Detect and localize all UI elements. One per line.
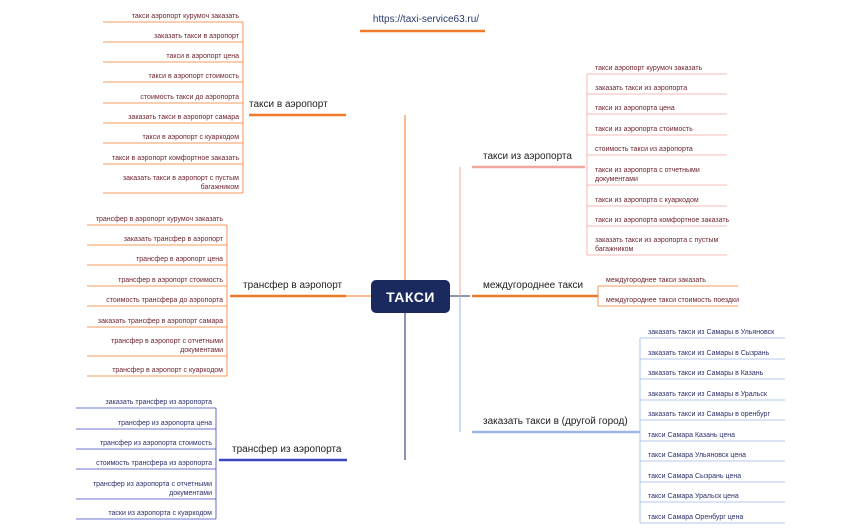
leaf-from_airport: такси из аэропорта комфортное заказать — [595, 217, 730, 224]
leaf-other_city: заказать такси из Самары в Казань — [648, 370, 764, 377]
branch-label-from_airport: такси из аэропорта — [483, 151, 572, 162]
leaf-other_city: такси Самара Сызрань цена — [648, 473, 742, 480]
leaf-to_airport: такси в аэропорт с куаркодом — [142, 134, 239, 141]
leaf-transfer_to: заказать трансфер в аэропорт самара — [97, 318, 223, 325]
leaf-to_airport: заказать такси в аэропорт с пустым багаж… — [122, 175, 239, 191]
leaf-from_airport: такси из аэропорта стоимость — [595, 126, 693, 133]
leaf-transfer_from: трансфер из аэропорта с отчетными докуме… — [92, 481, 212, 497]
leaf-from_airport: заказать такси из аэропорта — [595, 85, 688, 92]
leaf-to_airport: такси в аэропорт комфортное заказать — [112, 155, 239, 162]
leaf-transfer_from: трансфер из аэропорта цена — [117, 420, 212, 427]
branch-label-transfer_to: трансфер в аэропорт — [243, 280, 343, 291]
leaf-from_airport: такси аэропорт курумоч заказать — [595, 65, 703, 72]
leaf-other_city: заказать такси из Самары в Сызрань — [648, 350, 770, 357]
central-topic: ТАКСИ — [371, 280, 450, 313]
leaf-transfer_from: таски из аэропорта с куаркодом — [108, 510, 212, 517]
leaf-from_airport: такси из аэропорта с отчетными документа… — [595, 167, 700, 183]
branch-label-transfer_from: трансфер из аэропорта — [232, 444, 342, 455]
leaf-to_airport: заказать такси в аэропорт самара — [128, 114, 239, 121]
leaf-transfer_to: трансфер в аэропорт курумоч заказать — [95, 216, 223, 223]
branch-label-to_airport: такси в аэропорт — [249, 99, 328, 110]
leaf-other_city: такси Самара Уральск цена — [648, 493, 739, 500]
leaf-other_city: такси Самара Казань цена — [648, 432, 736, 439]
branch-label-intercity: междугороднее такси — [483, 280, 584, 291]
leaf-other_city: такси Самара Ульяновск цена — [648, 452, 746, 459]
leaf-transfer_to: трансфер в аэропорт цена — [136, 256, 223, 263]
leaf-to_airport: стоимость такси до аэропорта — [140, 94, 239, 101]
leaf-transfer_to: заказать трансфер в аэропорт — [123, 236, 223, 243]
leaf-other_city: заказать такси из Самары в Уральск — [648, 391, 767, 398]
leaf-intercity: междугороднее такси стоимость поездки — [606, 297, 739, 304]
leaf-from_airport: заказать такси из аэропорта с пустым баг… — [595, 237, 719, 253]
leaf-other_city: такси Самара Оренбург цена — [648, 514, 744, 521]
leaf-from_airport: такси из аэропорта с куаркодом — [595, 197, 699, 204]
leaf-from_airport: такси из аэропорта цена — [595, 105, 675, 112]
leaf-transfer_to: трансфер в аэропорт с отчетными документ… — [111, 338, 223, 354]
site-url[interactable]: https://taxi-service63.ru/ — [372, 14, 480, 25]
leaf-to_airport: такси в аэропорт цена — [166, 53, 239, 60]
leaf-transfer_from: заказать трансфер из аэропорта — [105, 399, 213, 406]
leaf-to_airport: такси в аэропорт стоимость — [148, 73, 240, 80]
leaf-transfer_to: трансфер в аэропорт с куаркодом — [112, 367, 223, 374]
leaf-transfer_from: трансфер из аэропорта стоимость — [99, 440, 212, 447]
leaf-transfer_from: стоимость трансфера из аэропорта — [96, 460, 212, 467]
leaf-transfer_to: трансфер в аэропорт стоимость — [118, 277, 223, 284]
leaf-other_city: заказать такси из Самары в Ульяновск — [648, 329, 775, 336]
leaf-transfer_to: стоимость трансфера до аэропорта — [106, 297, 223, 304]
leaf-from_airport: стоимость такси из аэропорта — [595, 146, 693, 153]
leaf-to_airport: заказать такси в аэропорт — [154, 33, 239, 40]
leaf-other_city: заказать такси из Самары в оренбург — [648, 411, 770, 418]
leaf-intercity: междугороднее такси заказать — [606, 277, 706, 284]
branch-label-other_city: заказать такси в (другой город) — [483, 416, 628, 427]
leaf-to_airport: такси аэропорт курумоч заказать — [131, 13, 239, 20]
